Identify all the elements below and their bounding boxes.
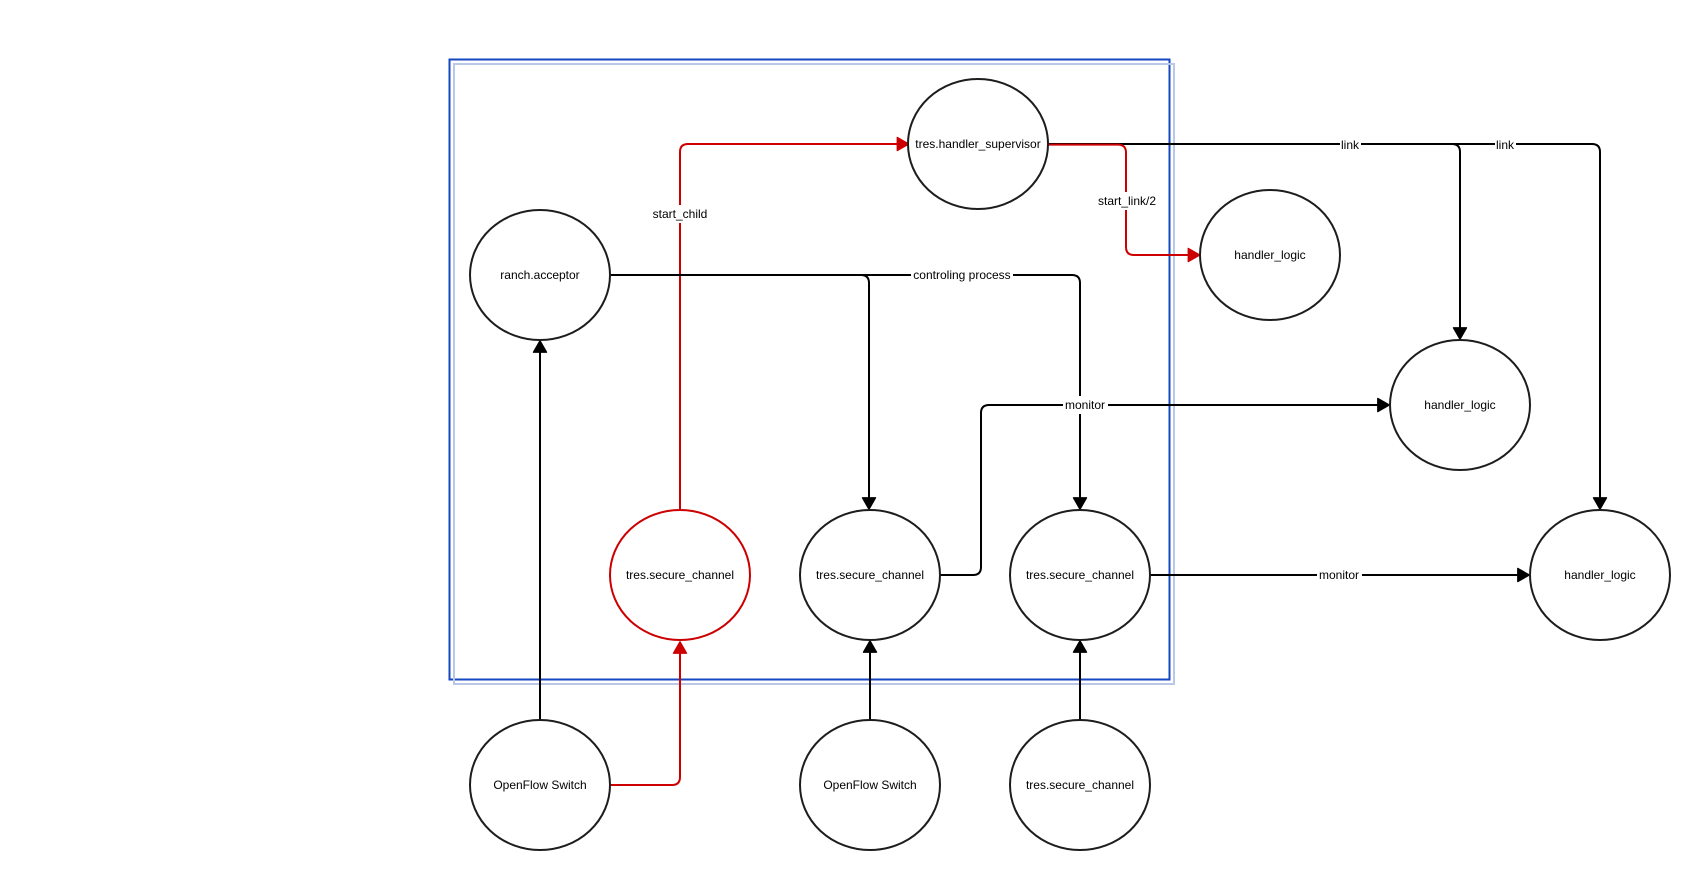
svg-text:link: link — [1341, 138, 1360, 152]
svg-text:handler_logic: handler_logic — [1564, 568, 1635, 582]
svg-text:tres.handler_supervisor: tres.handler_supervisor — [915, 137, 1040, 151]
svg-text:start_child: start_child — [653, 207, 708, 221]
svg-text:monitor: monitor — [1065, 398, 1105, 412]
svg-text:handler_logic: handler_logic — [1424, 398, 1495, 412]
svg-text:handler_logic: handler_logic — [1234, 248, 1305, 262]
svg-text:tres.secure_channel: tres.secure_channel — [1026, 778, 1134, 792]
svg-text:start_link/2: start_link/2 — [1098, 194, 1156, 208]
svg-text:tres.secure_channel: tres.secure_channel — [816, 568, 924, 582]
svg-text:OpenFlow Switch: OpenFlow Switch — [493, 778, 586, 792]
svg-text:link: link — [1496, 138, 1515, 152]
svg-text:controling process: controling process — [913, 268, 1010, 282]
svg-text:ranch.acceptor: ranch.acceptor — [500, 268, 579, 282]
svg-text:monitor: monitor — [1319, 568, 1359, 582]
svg-text:tres.secure_channel: tres.secure_channel — [626, 568, 734, 582]
svg-text:tres.secure_channel: tres.secure_channel — [1026, 568, 1134, 582]
svg-text:OpenFlow Switch: OpenFlow Switch — [823, 778, 916, 792]
